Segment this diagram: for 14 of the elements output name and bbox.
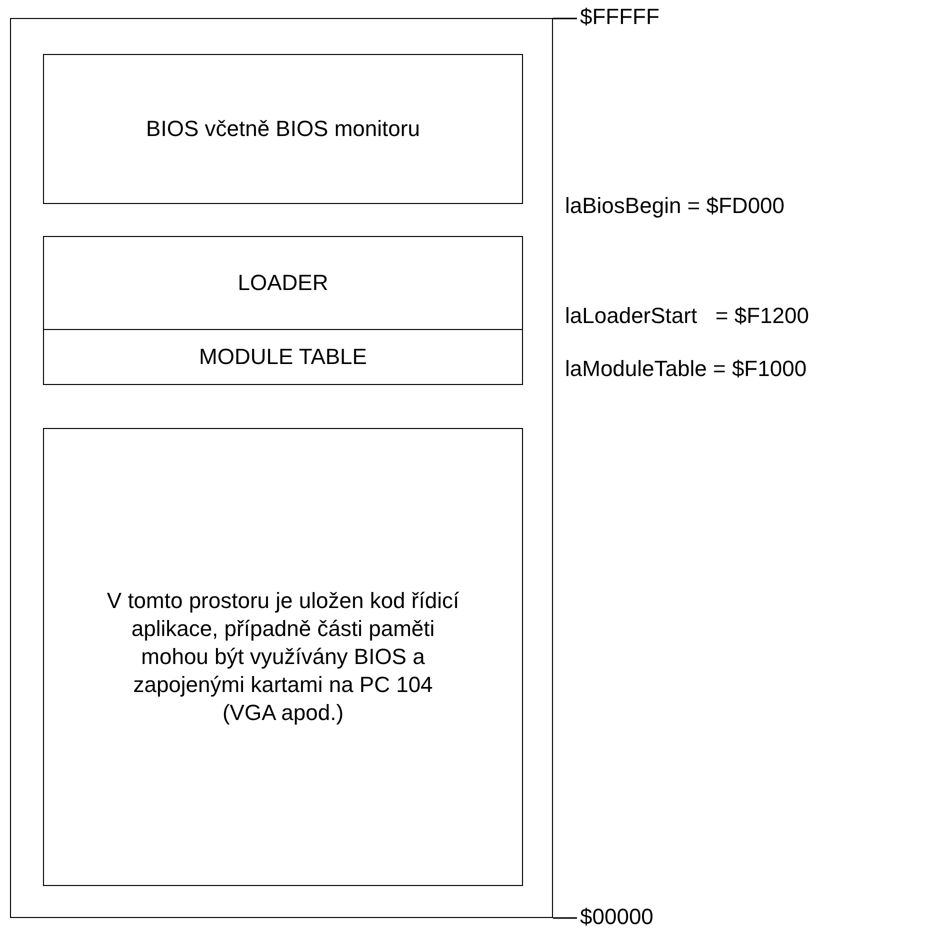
memory-region-box [43, 428, 523, 886]
block-text: V tomto prostoru je uložen kod řídicí aplikace, případně části paměti mohou být využívány BIOS a zapojenými kartami na PC 104 (VGA apod.) [106, 587, 460, 727]
memory-map-frame [10, 18, 553, 918]
address-label: laModuleTable = $F1000 [565, 356, 807, 382]
block-text: LOADER [238, 269, 328, 297]
address-label: $FFFFF [580, 4, 660, 30]
address-label: laLoaderStart = $F1200 [565, 303, 809, 329]
block-text: MODULE TABLE [199, 343, 367, 371]
memory-block-box [43, 54, 523, 204]
address-label: laBiosBegin = $FD000 [565, 193, 785, 219]
memory-block-box [43, 236, 523, 330]
memory-block-box [43, 329, 523, 385]
address-label: $00000 [580, 904, 654, 930]
block-text: BIOS včetně BIOS monitoru [146, 115, 420, 143]
